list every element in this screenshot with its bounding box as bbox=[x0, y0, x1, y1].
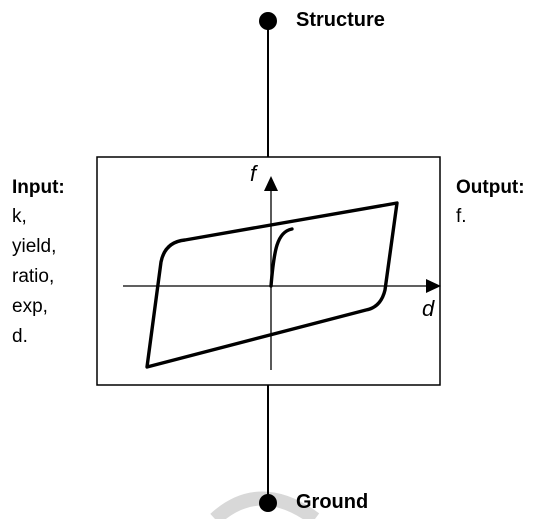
input-item-yield: yield, bbox=[12, 236, 57, 257]
d-axis-arrowhead bbox=[426, 279, 441, 293]
output-list: f. bbox=[456, 202, 467, 232]
structure-node bbox=[259, 12, 277, 30]
d-axis-label: d bbox=[422, 296, 435, 321]
input-item-exp: exp, bbox=[12, 296, 48, 317]
element-box bbox=[96, 156, 441, 386]
ground-node bbox=[259, 494, 277, 512]
structure-label: Structure bbox=[296, 9, 385, 31]
f-axis-arrowhead bbox=[264, 176, 278, 191]
input-heading: Input: bbox=[12, 177, 65, 198]
output-item-f: f. bbox=[456, 206, 467, 227]
hysteresis-loop bbox=[145, 201, 399, 369]
input-item-k: k, bbox=[12, 206, 27, 227]
ground-label: Ground bbox=[296, 491, 369, 513]
f-axis-label: f bbox=[250, 161, 257, 186]
input-item-ratio: ratio, bbox=[12, 266, 55, 287]
initial-loading-curve bbox=[269, 227, 294, 288]
output-heading: Output: bbox=[456, 177, 525, 198]
input-list: k, yield, ratio, exp, d. bbox=[12, 202, 56, 352]
input-item-d: d. bbox=[12, 326, 28, 347]
